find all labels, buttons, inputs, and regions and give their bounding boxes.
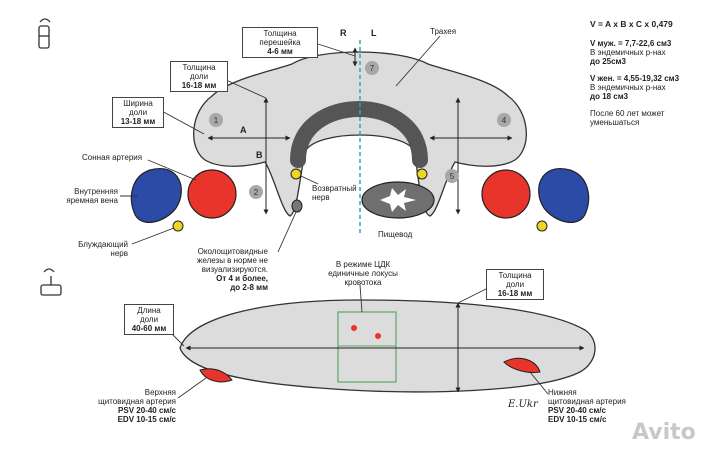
parathyroid-line3: визуализируются. <box>201 265 268 274</box>
lower-artery-line3: PSV 20-40 см/с <box>548 406 606 415</box>
vagus-line2: нерв <box>110 249 128 258</box>
lobe-thickness-value: 16-18 мм <box>181 81 217 90</box>
formula-male-sub1: В эндемичных р-нах <box>590 48 666 57</box>
isthmus-thickness-label: Толщина перешейка 4-6 мм <box>242 27 318 58</box>
parathyroid-line1: Околощитовидные <box>197 247 268 256</box>
zone-5-label: 5 <box>450 172 455 181</box>
long-thickness-title: Толщина доли <box>498 271 532 289</box>
zone-1-label: 1 <box>214 116 219 125</box>
lobe-width-title: Ширина доли <box>123 99 153 117</box>
blood-flow-locus <box>351 325 357 331</box>
longitudinal-thickness-label: Толщина доли 16-18 мм <box>486 269 544 300</box>
blood-flow-locus <box>375 333 381 339</box>
lobe-length-label: Длина доли 40-60 мм <box>124 304 174 335</box>
lower-artery-line1: Нижняя <box>548 388 577 397</box>
lobe-thickness-title: Толщина доли <box>182 63 216 81</box>
long-thickness-value: 16-18 мм <box>497 289 533 298</box>
parathyroid-label: Околощитовидные железы в норме не визуал… <box>188 247 268 292</box>
parathyroid-gland <box>291 199 303 213</box>
isthmus-title: Толщина перешейка <box>259 29 301 47</box>
lower-artery-line4: EDV 10-15 см/с <box>548 415 607 424</box>
cdk-label: В режиме ЦДК единичные локусы кровотока <box>318 260 408 287</box>
formula-male-sub2: до 25см3 <box>590 57 626 66</box>
recurrent-line2: нерв <box>312 193 330 202</box>
jugular-line2: яремная вена <box>66 196 118 205</box>
axis-letter-r: R <box>340 28 347 38</box>
vagus-nerve-right <box>172 220 184 232</box>
ultrasound-probe-icon <box>38 18 51 49</box>
formula-male-title: V муж. = 7,7-22,6 см3 <box>590 39 672 48</box>
author-signature: E.Ukr <box>508 399 538 410</box>
inferior-thyroid-artery <box>503 357 541 373</box>
upper-artery-line3: PSV 20-40 см/с <box>118 406 176 415</box>
trachea-label: Трахея <box>430 27 457 36</box>
jugular-vein-label: Внутренняя яремная вена <box>60 187 118 205</box>
lobe-thickness-label: Толщина доли 16-18 мм <box>170 61 228 92</box>
dim-a-letter: A <box>240 125 247 135</box>
lobe-length-title: Длина доли <box>137 306 161 324</box>
trachea-ring <box>290 101 428 168</box>
axis-letter-l: L <box>371 28 377 38</box>
jugular-line1: Внутренняя <box>74 187 118 196</box>
recurrent-line1: Возвратный <box>312 184 357 193</box>
jugular-vein-left <box>538 168 590 223</box>
isthmus-value: 4-6 мм <box>267 47 293 56</box>
zone-7-label: 7 <box>370 64 375 73</box>
vagus-line1: Блуждающий <box>78 240 128 249</box>
formula-age1: После 60 лет может <box>590 109 665 118</box>
recurrent-nerve-left <box>416 168 428 180</box>
upper-artery-line2: щитовидная артерия <box>98 397 176 406</box>
formula-age2: уменьшаться <box>590 118 640 127</box>
lobe-length-value: 40-60 мм <box>131 324 167 333</box>
carotid-artery-label: Сонная артерия <box>82 153 143 162</box>
jugular-vein-right <box>130 168 182 223</box>
avito-watermark: Avito <box>632 420 696 445</box>
formula-female-title: V жен. = 4,55-19,32 см3 <box>590 74 680 83</box>
upper-artery-line4: EDV 10-15 см/с <box>117 415 176 424</box>
carotid-artery-right <box>187 169 237 219</box>
upper-artery-line1: Верхняя <box>144 388 176 397</box>
parathyroid-line4: От 4 и более, <box>216 274 268 283</box>
vagus-nerve-label: Блуждающий нерв <box>72 240 128 258</box>
inferior-artery-label: Нижняя щитовидная артерия PSV 20-40 см/с… <box>548 388 632 424</box>
dim-b-letter: B <box>256 150 263 160</box>
formula-female-sub1: В эндемичных р-нах <box>590 83 666 92</box>
zone-2-label: 2 <box>254 188 259 197</box>
cdk-line2: единичные локусы <box>328 269 398 278</box>
formula-female-sub2: до 18 см3 <box>590 92 629 101</box>
recurrent-nerve-label: Возвратный нерв <box>312 184 357 202</box>
recurrent-nerve-right <box>290 168 302 180</box>
cdk-line3: кровотока <box>344 278 382 287</box>
esophagus-lumen <box>380 188 416 212</box>
formula-main: V = A x B x C x 0,479 <box>590 19 673 29</box>
lobe-width-value: 13-18 мм <box>120 117 156 126</box>
esophagus-label: Пищевод <box>378 230 413 239</box>
superior-artery-label: Верхняя щитовидная артерия PSV 20-40 см/… <box>96 388 176 424</box>
cdk-line1: В режиме ЦДК <box>335 260 391 269</box>
ultrasound-probe-icon <box>40 268 62 296</box>
volume-formula-panel: V = A x B x C x 0,479 V муж. = 7,7-22,6 … <box>590 20 716 135</box>
lobe-width-label: Ширина доли 13-18 мм <box>112 97 164 128</box>
lower-artery-line2: щитовидная артерия <box>548 397 626 406</box>
vagus-nerve-left <box>536 220 548 232</box>
parathyroid-line5: до 2-8 мм <box>230 283 268 292</box>
superior-thyroid-artery <box>199 368 233 383</box>
zone-4-label: 4 <box>502 116 507 125</box>
parathyroid-line2: железы в норме не <box>197 256 268 265</box>
carotid-artery-left <box>481 169 531 219</box>
